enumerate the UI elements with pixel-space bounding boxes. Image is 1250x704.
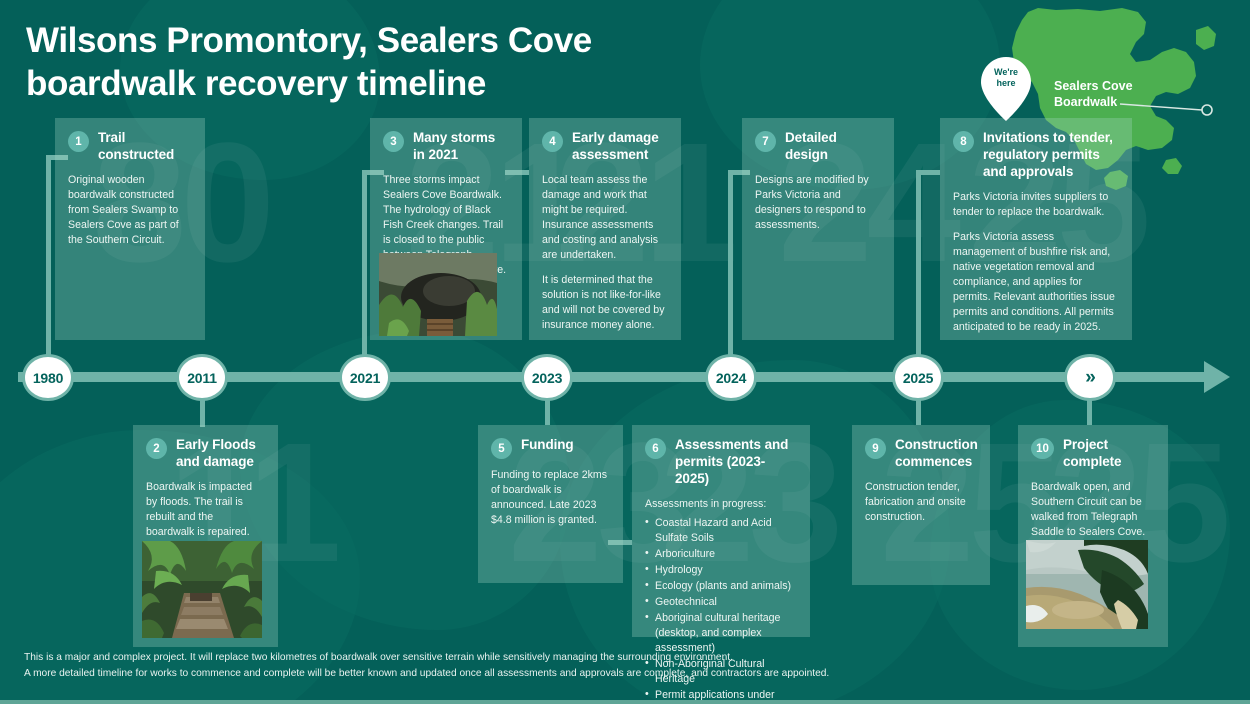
card-number-badge: 4 <box>542 131 563 152</box>
sealers-cove-aerial-photo-svg <box>1026 540 1148 629</box>
card-paragraph: Original wooden boardwalk constructed fr… <box>68 173 179 246</box>
connector-stem-7 <box>728 170 733 365</box>
timeline-card-6[interactable]: 6 Assessments and permits (2023-2025) As… <box>632 425 810 702</box>
timeline-card-4[interactable]: 4 Early damage assessment Local team ass… <box>529 118 681 340</box>
timeline-node-future-chevron[interactable]: » <box>1064 354 1116 401</box>
card-body: Local team assess the damage and work th… <box>542 173 667 333</box>
card-title: Project complete <box>1063 437 1122 469</box>
timeline-node-2024[interactable]: 2024 <box>705 354 757 401</box>
card-number-badge: 5 <box>491 438 512 459</box>
card-title: Assessments and permits (2023-2025) <box>675 437 789 486</box>
card-header: 4 Early damage assessment <box>542 130 667 164</box>
card-paragraph: Designs are modified by Parks Victoria a… <box>755 173 869 231</box>
map-label-sealers-cove-boardwalk: Sealers Cove Boardwalk <box>1054 79 1133 110</box>
list-item: Hydrology <box>645 562 796 578</box>
fern-boardwalk-photo <box>142 541 262 638</box>
connector-elbow-1 <box>46 155 68 160</box>
timeline-card-9[interactable]: 9 Construction commences Construction te… <box>852 425 990 585</box>
card-paragraph: Boardwalk is impacted by floods. The tra… <box>146 480 252 538</box>
we-are-here-pin: We're here <box>981 57 1031 121</box>
timeline-card-5[interactable]: 5 Funding Funding to replace 2kms of boa… <box>478 425 623 583</box>
timeline-node-2011[interactable]: 2011 <box>176 354 228 401</box>
footer-note: This is a major and complex project. It … <box>24 650 1224 682</box>
pin-text-line2: here <box>996 77 1016 88</box>
connector-stem-3 <box>362 170 367 365</box>
fern-boardwalk-photo-svg <box>142 541 262 638</box>
card-paragraph: Parks Victoria assess management of bush… <box>953 230 1115 333</box>
card-header: 6 Assessments and permits (2023-2025) <box>645 437 796 488</box>
page-title: Wilsons Promontory, Sealers Cove boardwa… <box>26 21 592 103</box>
card-title: Early damage assessment <box>572 130 659 162</box>
card-title: Invitations to tender, regulatory permit… <box>983 130 1113 179</box>
card-title: Detailed design <box>785 130 837 162</box>
card-header: 8 Invitations to tender, regulatory perm… <box>953 130 1118 181</box>
card-header: 1 Trail constructed <box>68 130 191 164</box>
card-header: 2 Early Floods and damage <box>146 437 264 471</box>
card-number-badge: 9 <box>865 438 886 459</box>
card-header: 10 Project complete <box>1031 437 1154 471</box>
storm-damage-photo <box>379 253 497 336</box>
card-number-badge: 8 <box>953 131 974 152</box>
card-paragraph: Parks Victoria invites suppliers to tend… <box>953 190 1109 218</box>
timeline-node-2025[interactable]: 2025 <box>892 354 944 401</box>
timeline-node-2021[interactable]: 2021 <box>339 354 391 401</box>
card-header: 5 Funding <box>491 437 609 459</box>
list-item: Coastal Hazard and Acid Sulfate Soils <box>645 515 796 546</box>
card-number-badge: 7 <box>755 131 776 152</box>
card-body: Construction tender, fabrication and ons… <box>865 480 976 525</box>
connector-elbow-4 <box>505 170 529 175</box>
card-title: Construction commences <box>895 437 978 469</box>
map-svg <box>1012 8 1216 190</box>
sealers-cove-aerial-photo <box>1026 540 1148 629</box>
card-number-badge: 1 <box>68 131 89 152</box>
list-item: Aboriginal cultural heritage (desktop, a… <box>645 610 796 656</box>
card-paragraph: Construction tender, fabrication and ons… <box>865 480 966 523</box>
card-title: Trail constructed <box>98 130 175 162</box>
card-body: Original wooden boardwalk constructed fr… <box>68 173 191 248</box>
footer-line-2: A more detailed timeline for works to co… <box>24 668 830 680</box>
card-number-badge: 10 <box>1031 438 1054 459</box>
storm-damage-photo-svg <box>379 253 497 336</box>
card-body: Designs are modified by Parks Victoria a… <box>755 173 880 233</box>
card-body: Boardwalk is impacted by floods. The tra… <box>146 480 264 540</box>
card-paragraph: It is determined that the solution is no… <box>542 273 665 332</box>
timeline-card-7[interactable]: 7 Detailed design Designs are modified b… <box>742 118 894 340</box>
locator-map: Sealers Cove Boardwalk <box>960 0 1250 200</box>
list-item: Ecology (plants and animals) <box>645 578 796 594</box>
assessments-list-heading: Assessments in progress: <box>645 497 767 510</box>
card-body: Parks Victoria invites suppliers to tend… <box>953 190 1118 335</box>
connector-stem-8 <box>916 170 921 365</box>
connector-stem-2 <box>200 392 205 427</box>
timeline-node-1980[interactable]: 1980 <box>22 354 74 401</box>
timeline-node-2023[interactable]: 2023 <box>521 354 573 401</box>
card-number-badge: 6 <box>645 438 666 459</box>
footer-line-1: This is a major and complex project. It … <box>24 652 733 664</box>
card-title: Funding <box>521 437 574 452</box>
list-item: Arboriculture <box>645 546 796 562</box>
card-paragraph: Funding to replace 2kms of boardwalk is … <box>491 469 608 527</box>
footer-rule <box>0 700 1250 704</box>
list-item: Geotechnical <box>645 594 796 610</box>
card-paragraph: Local team assess the damage and work th… <box>542 173 659 261</box>
card-header: 9 Construction commences <box>865 437 978 471</box>
card-header: 7 Detailed design <box>755 130 880 164</box>
card-body: Funding to replace 2kms of boardwalk is … <box>491 468 609 528</box>
card-header: 3 Many storms in 2021 <box>383 130 508 164</box>
card-number-badge: 2 <box>146 438 167 459</box>
connector-elbow-8 <box>916 170 940 175</box>
card-title: Early Floods and damage <box>176 437 256 469</box>
timeline-card-8[interactable]: 8 Invitations to tender, regulatory perm… <box>940 118 1132 340</box>
connector-stem-1 <box>46 155 51 365</box>
timeline-card-1[interactable]: 1 Trail constructed Original wooden boar… <box>55 118 205 340</box>
pin-text-line1: We're <box>994 67 1018 77</box>
card-title: Many storms in 2021 <box>413 130 496 162</box>
timeline-arrow-icon <box>1204 361 1230 393</box>
card-number-badge: 3 <box>383 131 404 152</box>
